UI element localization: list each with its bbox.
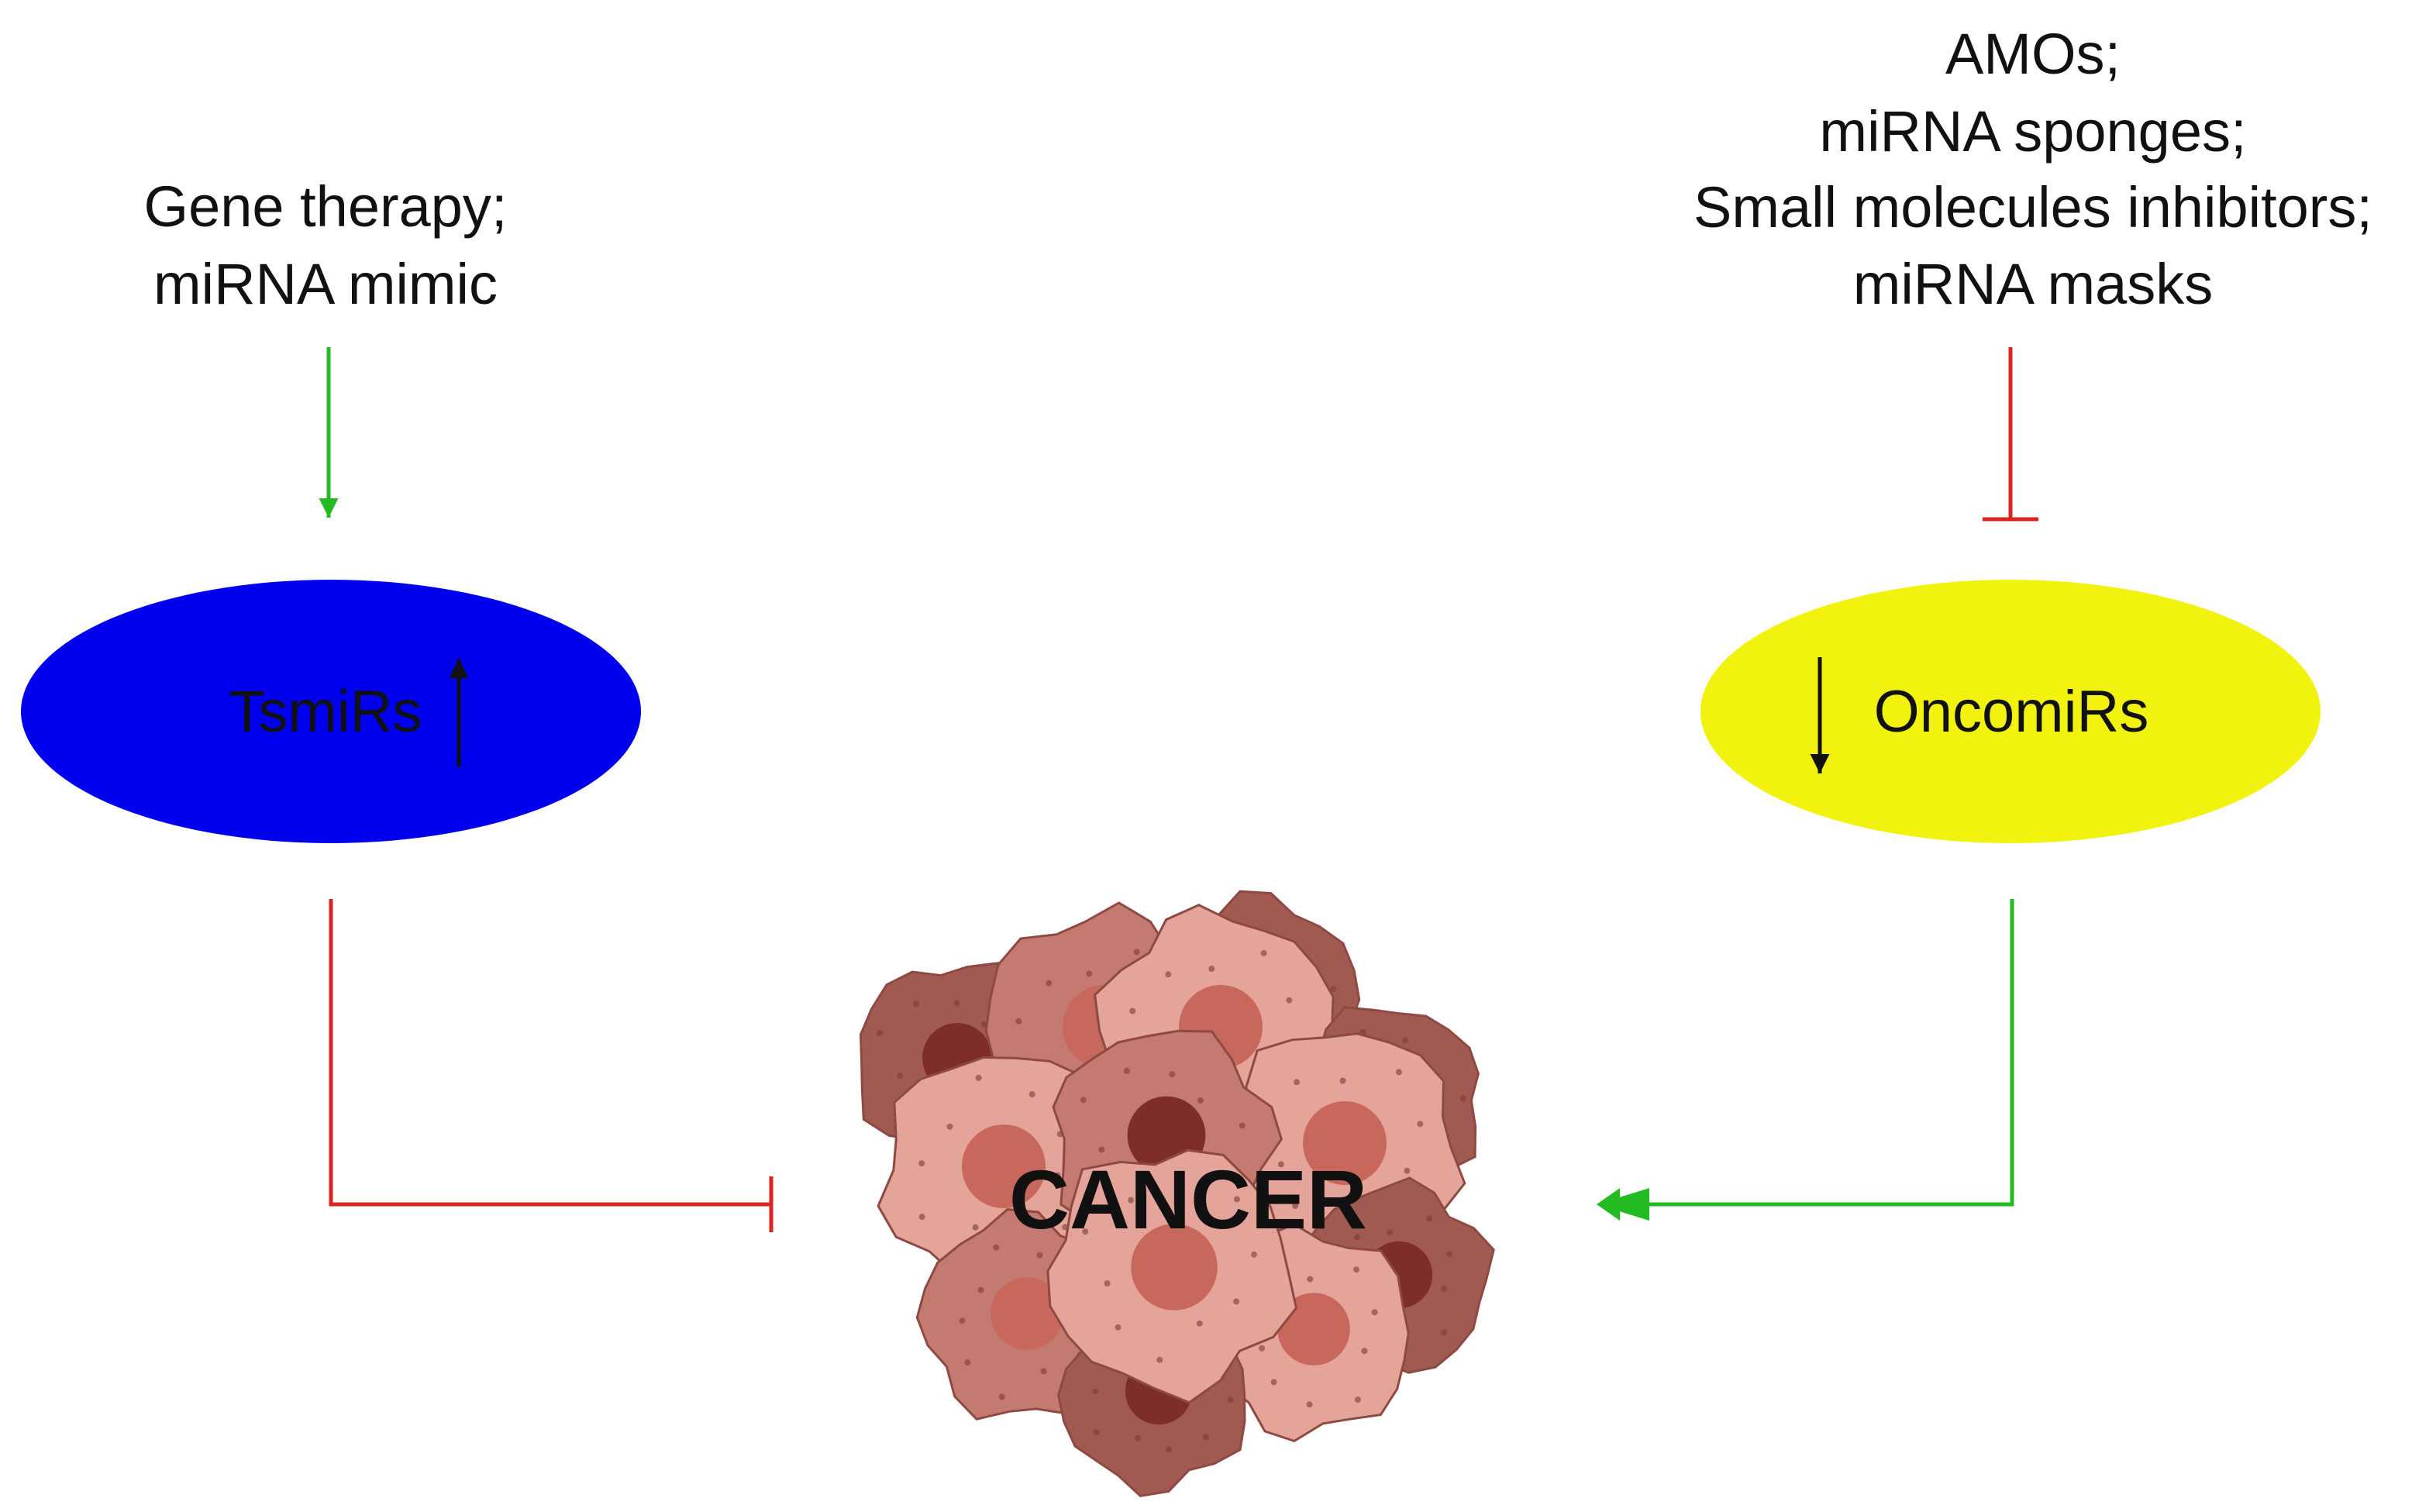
cancer-cell-cluster [859, 890, 1495, 1497]
inhibition-edge-left-downstream [329, 899, 774, 1232]
activation-edge-right-downstream [1597, 899, 2014, 1221]
tsmirs-label: TsmiRs [229, 679, 422, 745]
left-treatment-line-2: miRNA mimic [153, 252, 498, 316]
right-treatment-line-3: Small molecules inhibitors; [1693, 175, 2372, 239]
oncomirs-label: OncomiRs [1874, 679, 2149, 745]
right-treatment-line-1: AMOs; [1945, 22, 2121, 86]
cancer-label: CANCER [1009, 1152, 1367, 1246]
inhibition-edge-right-upstream [1983, 347, 2038, 522]
right-treatment-line-4: miRNA masks [1853, 252, 2214, 316]
cancer-cell [1046, 1149, 1298, 1404]
oncomirs-node: OncomiRs [1700, 580, 2321, 843]
right-treatment-line-2: miRNA sponges; [1819, 99, 2246, 164]
tsmirs-node: TsmiRs [21, 580, 641, 843]
left-treatment-line-1: Gene therapy; [144, 174, 508, 239]
